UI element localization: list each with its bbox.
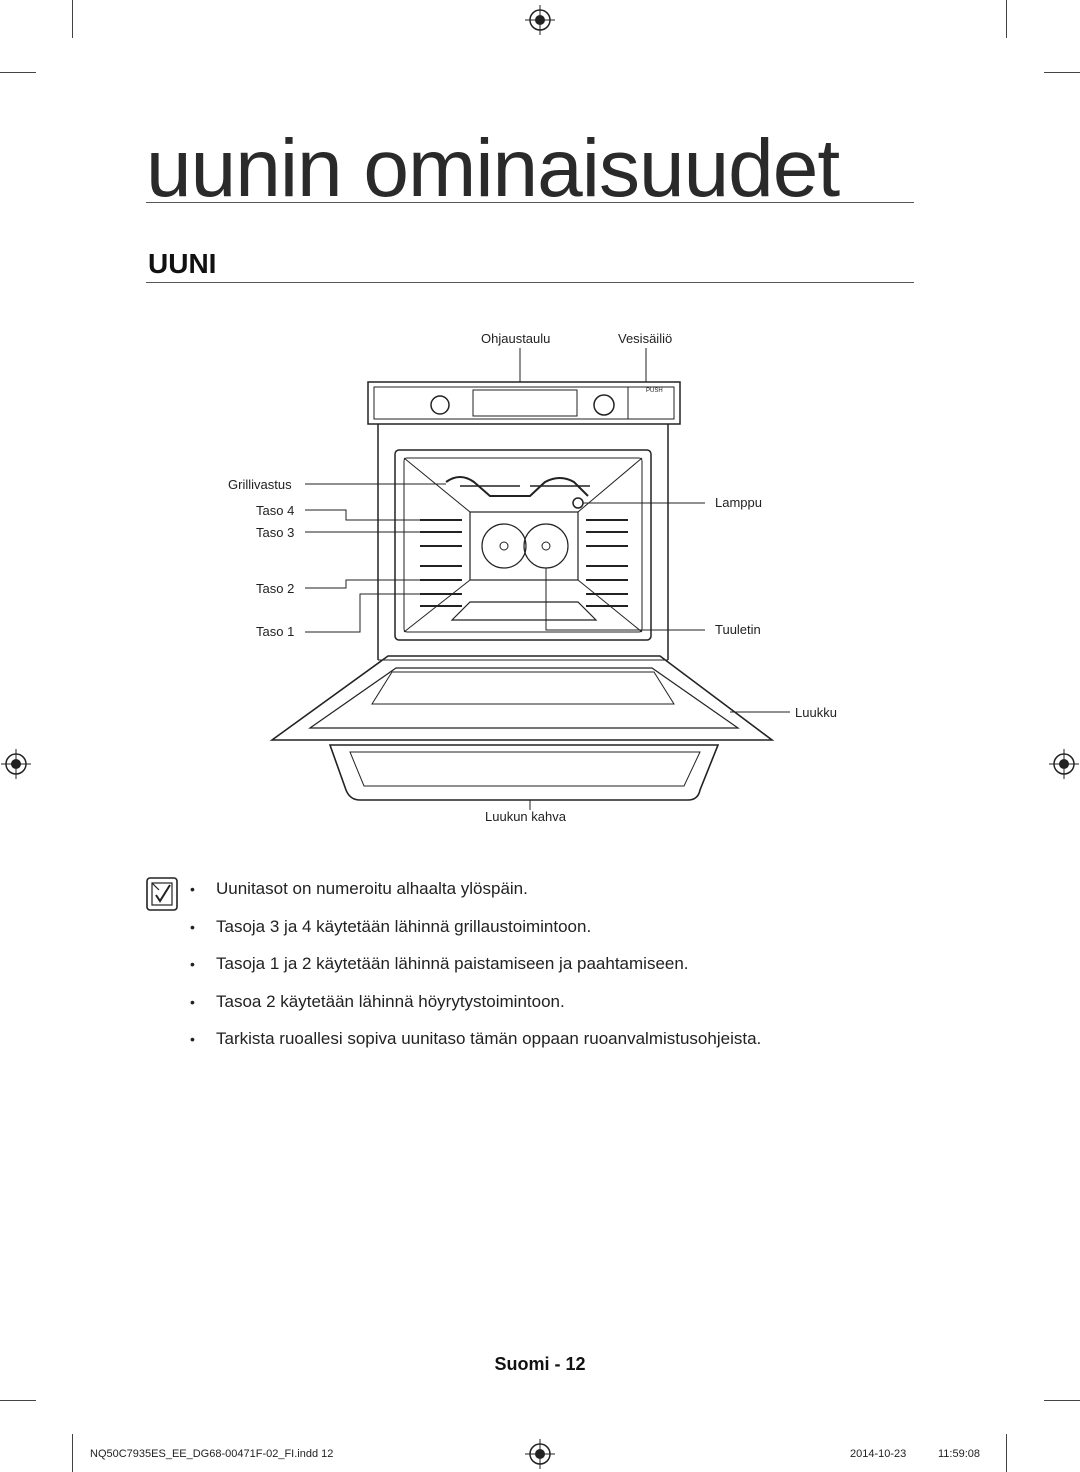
crop-mark xyxy=(1006,1434,1007,1472)
footer-time: 11:59:08 xyxy=(938,1448,981,1460)
label-level-1: Taso 1 xyxy=(256,624,295,639)
registration-mark-icon xyxy=(1049,749,1079,779)
footer-date: 2014-10-23 xyxy=(850,1448,907,1460)
label-level-2: Taso 2 xyxy=(256,581,295,596)
label-fan: Tuuletin xyxy=(715,622,761,637)
crop-mark xyxy=(1044,1400,1080,1401)
list-item: •Tasoja 1 ja 2 käytetään lähinnä paistam… xyxy=(190,954,689,973)
crop-mark xyxy=(72,0,73,38)
crop-mark xyxy=(1044,72,1080,73)
title-divider xyxy=(146,202,914,203)
label-grill-element: Grillivastus xyxy=(228,477,292,492)
label-lamp: Lamppu xyxy=(715,495,762,510)
page-title: uunin ominaisuudet xyxy=(146,123,840,214)
registration-mark-icon xyxy=(1,749,31,779)
oven-diagram xyxy=(269,348,790,810)
list-item: •Tasoa 2 käytetään lähinnä höyrytystoimi… xyxy=(190,991,565,1011)
crop-mark xyxy=(72,1434,73,1472)
label-level-3: Taso 3 xyxy=(256,525,295,540)
list-item: •Tarkista ruoallesi sopiva uunitaso tämä… xyxy=(190,1029,762,1048)
section-divider xyxy=(146,282,914,283)
crop-mark xyxy=(0,1400,36,1401)
footer-file: NQ50C7935ES_EE_DG68-00471F-02_FI.indd 12 xyxy=(90,1448,334,1460)
label-control-panel: Ohjaustaulu xyxy=(481,331,551,346)
label-door: Luukku xyxy=(795,705,837,720)
crop-mark xyxy=(1006,0,1007,38)
label-level-4: Taso 4 xyxy=(256,503,295,518)
label-water-tank: Vesisäiliö xyxy=(618,331,673,346)
list-item: •Uunitasot on numeroitu alhaalta ylöspäi… xyxy=(190,879,528,898)
label-door-handle: Luukun kahva xyxy=(485,809,566,824)
notes-list: •Uunitasot on numeroitu alhaalta ylöspäi… xyxy=(190,880,761,1068)
list-item: •Tasoja 3 ja 4 käytetään lähinnä grillau… xyxy=(190,916,592,936)
page-number: Suomi - 12 xyxy=(494,1354,586,1374)
crop-mark xyxy=(0,72,36,73)
label-push: PUSH xyxy=(646,388,663,394)
note-icon xyxy=(146,877,178,911)
registration-mark-icon xyxy=(525,5,555,35)
section-heading: UUNI xyxy=(148,248,217,279)
registration-mark-icon xyxy=(525,1439,555,1469)
